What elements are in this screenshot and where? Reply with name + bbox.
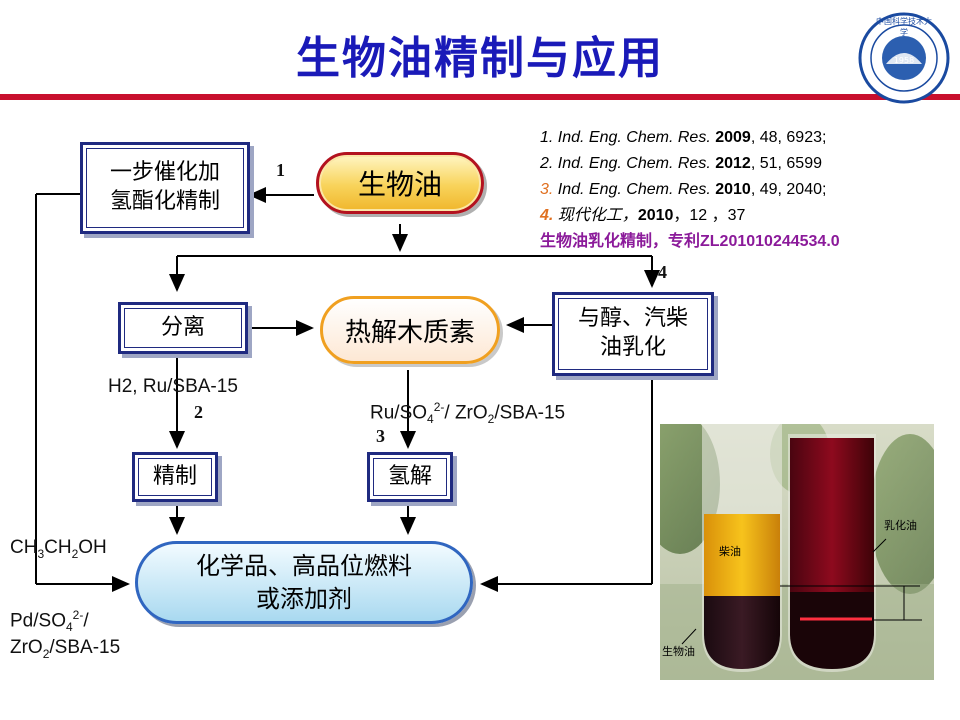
reference-4: 4. 现代化工，2010，12 ，37 [540, 207, 746, 224]
refine-label: 精制 [152, 463, 197, 489]
emulsion-photo [660, 424, 934, 680]
page-title: 生物油精制与应用 [296, 33, 664, 84]
reference-2: 2. Ind. Eng. Chem. Res. 2012, 51, 6599 [540, 155, 822, 172]
photo-label-bio-oil: 生物油 [662, 645, 695, 658]
ethanol-label: CH3CH2OH [10, 537, 107, 561]
route3-catalyst: Ru/SO42-/ ZrO2/SBA-15 [370, 400, 566, 427]
hydrogenolysis-box: 氢解 [367, 452, 453, 502]
reference-3: 3. Ind. Eng. Chem. Res. 2010, 49, 2040; [540, 181, 827, 198]
emulsify-line2: 油乳化 [599, 335, 666, 360]
photo-label-diesel: 柴油 [719, 545, 741, 558]
pd-catalyst-line2: ZrO2/SBA-15 [10, 637, 121, 661]
separation-label: 分离 [160, 314, 205, 340]
photo-label-emulsion: 乳化油 [884, 519, 917, 532]
refine-box: 精制 [132, 452, 218, 502]
edge-number-3: 3 [376, 426, 385, 446]
title-divider [0, 94, 960, 100]
logo-year: 1958 [894, 56, 914, 65]
references-list: 1. Ind. Eng. Chem. Res. 2009, 48, 6923; … [540, 125, 840, 255]
hydro-esterify-line2: 氢酯化精制 [109, 189, 220, 214]
hydro-esterify-box: 一步催化加 氢酯化精制 [80, 142, 250, 234]
bio-oil-node: 生物油 [316, 152, 484, 214]
edge-number-1: 1 [276, 160, 285, 180]
emulsify-box: 与醇、汽柴 油乳化 [552, 292, 714, 376]
pyrolysis-lignin-label: 热解木质素 [344, 317, 475, 348]
products-line1: 化学品、高品位燃料 [196, 552, 412, 581]
hydro-esterify-line1: 一步催化加 [109, 160, 220, 186]
edge-number-4: 4 [658, 262, 667, 282]
hydrogenolysis-label: 氢解 [387, 463, 432, 489]
reference-1: 1. Ind. Eng. Chem. Res. 2009, 48, 6923; [540, 129, 827, 146]
logo-text: 中国科学技术大学 [876, 17, 932, 37]
pd-catalyst-line1: Pd/SO42-/ [10, 608, 89, 635]
route2-catalyst: H2, Ru/SBA-15 [108, 376, 238, 397]
ustc-logo: 1958 [858, 12, 950, 104]
products-node: 化学品、高品位燃料 或添加剂 [135, 541, 473, 624]
bio-oil-label: 生物油 [357, 168, 442, 201]
products-line2: 或添加剂 [256, 584, 352, 613]
pyrolysis-lignin-node: 热解木质素 [320, 296, 500, 364]
edge-number-2: 2 [194, 402, 203, 422]
emulsify-line1: 与醇、汽柴 [577, 306, 688, 332]
separation-box: 分离 [118, 302, 248, 354]
patent-reference: 生物油乳化精制，专利ZL201010244534.0 [540, 233, 840, 250]
